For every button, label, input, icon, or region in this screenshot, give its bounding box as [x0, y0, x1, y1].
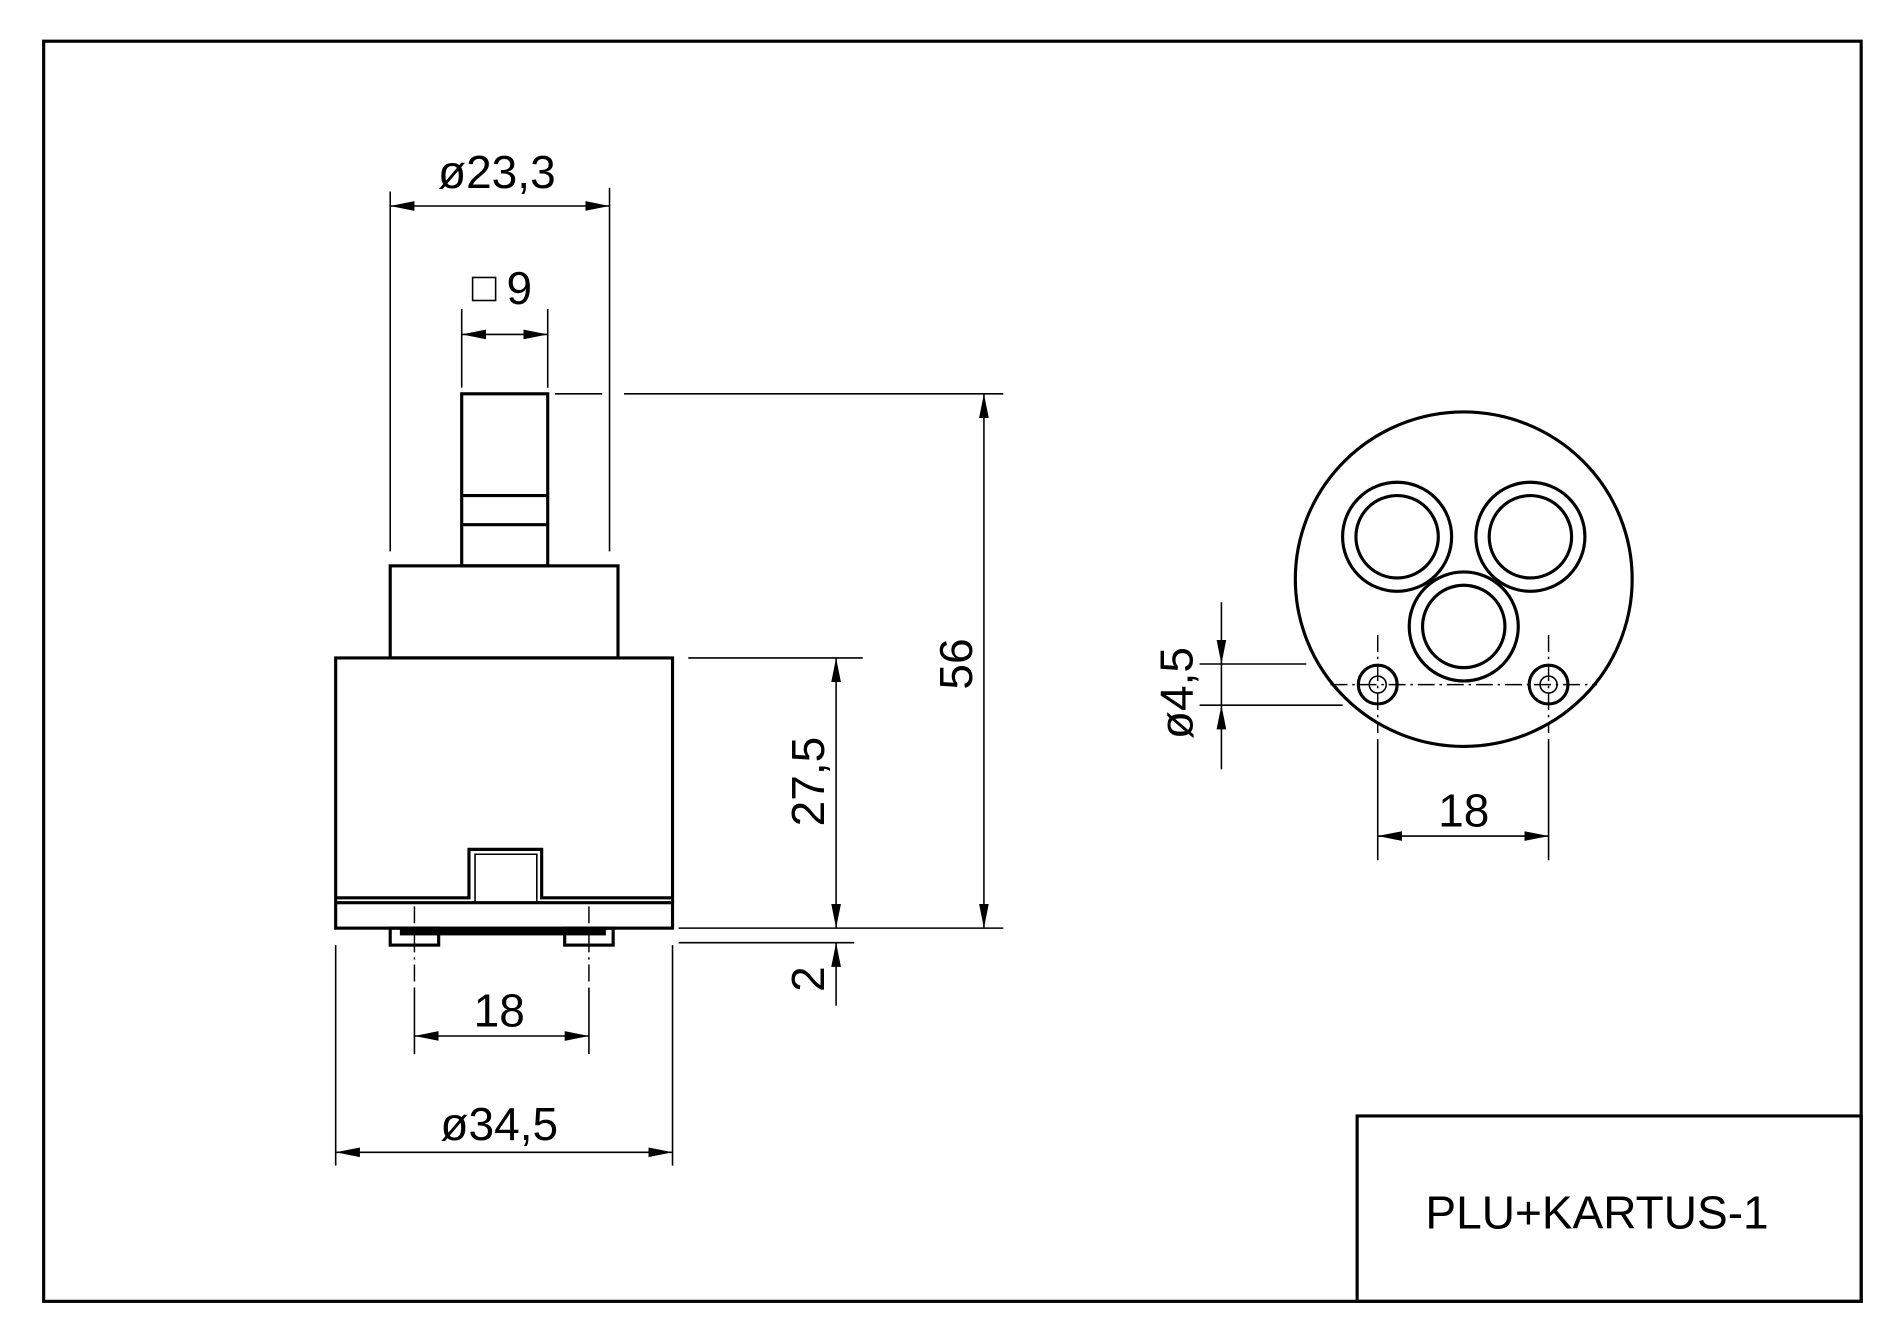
collar — [388, 564, 620, 660]
cartridge-outline — [1293, 410, 1634, 748]
port-upper-right — [1474, 480, 1587, 593]
base-plate — [334, 901, 675, 930]
dim-pin-spacing: 18 — [474, 984, 525, 1036]
dim-body-height: 27,5 — [782, 737, 834, 827]
dim-hole-spacing: 18 — [1438, 784, 1489, 836]
dim-body-diameter: ø34,5 — [440, 1098, 558, 1150]
body — [334, 656, 675, 903]
part-name: PLU+KARTUS-1 — [1425, 1187, 1768, 1239]
title-block: PLU+KARTUS-1 — [1355, 1114, 1863, 1303]
dim-top-diameter: ø23,3 — [438, 146, 556, 198]
stem — [460, 392, 550, 568]
port-bottom — [1407, 570, 1520, 683]
port-upper-left — [1341, 480, 1454, 593]
dim-total-height: 56 — [930, 638, 982, 689]
dim-hole-diameter: ø4,5 — [1150, 647, 1202, 739]
dim-plate: 2 — [782, 966, 834, 992]
square-symbol-icon — [471, 276, 497, 302]
drawing-border — [42, 39, 1863, 1303]
side-view: ø23,3 9 56 27,5 2 18 ø34,5 — [334, 146, 1004, 1166]
dim-stem-square: 9 — [507, 262, 533, 314]
bottom-view: ø4,5 18 — [1150, 410, 1634, 861]
